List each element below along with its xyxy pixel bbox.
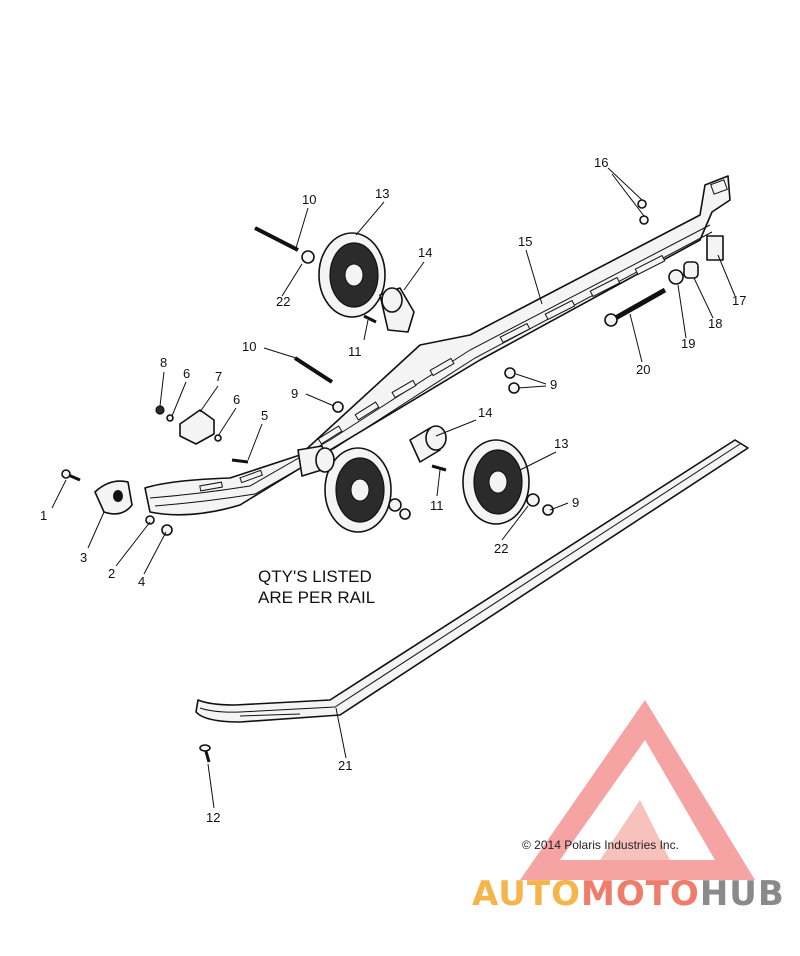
idler-wheel-rear [462,439,530,525]
callout-9: 9 [291,386,298,401]
callout-9: 9 [572,495,579,510]
brand-hub: HUB [700,874,785,914]
callout-15: 15 [518,234,532,249]
brand-auto: AUTO [472,874,581,914]
callout-11: 11 [348,344,362,359]
callout-10: 10 [302,192,316,207]
callout-13: 13 [554,436,568,451]
qty-note-line1: QTY'S LISTED [258,567,372,586]
callout-7: 7 [215,369,222,384]
callout-12: 12 [206,810,220,825]
rail-assembly [144,175,731,516]
callout-1: 1 [40,508,47,523]
callout-14: 14 [478,405,492,420]
callout-labels: 1 2 3 4 5 6 6 7 8 9 9 9 10 10 11 11 12 1… [40,155,746,825]
idler-wheel-front [324,447,392,533]
callout-13: 13 [375,186,389,201]
callout-8: 8 [160,355,167,370]
qty-note-line2: ARE PER RAIL [258,588,375,607]
callout-6: 6 [233,392,240,407]
callout-20: 20 [636,362,650,377]
callout-2: 2 [108,566,115,581]
brand-moto: MOTO [581,874,700,914]
callout-9: 9 [550,377,557,392]
callout-17: 17 [732,293,746,308]
leader-lines [51,167,736,809]
idler-wheel-top [318,232,386,318]
copyright-text: © 2014 Polaris Industries Inc. [522,838,679,852]
hardware [61,199,724,763]
watermark-logo [520,700,755,880]
callout-10: 10 [242,339,256,354]
callout-18: 18 [708,316,722,331]
callout-4: 4 [138,574,145,589]
callout-16: 16 [594,155,608,170]
callout-11: 11 [430,498,444,513]
callout-21: 21 [338,758,352,773]
callout-14: 14 [418,245,432,260]
callout-5: 5 [261,408,268,423]
callout-22: 22 [494,541,508,556]
callout-22: 22 [276,294,290,309]
callout-6: 6 [183,366,190,381]
callout-19: 19 [681,336,695,351]
callout-3: 3 [80,550,87,565]
watermark-brand: AUTOMOTOHUB [472,874,785,914]
wear-strip [195,439,749,723]
